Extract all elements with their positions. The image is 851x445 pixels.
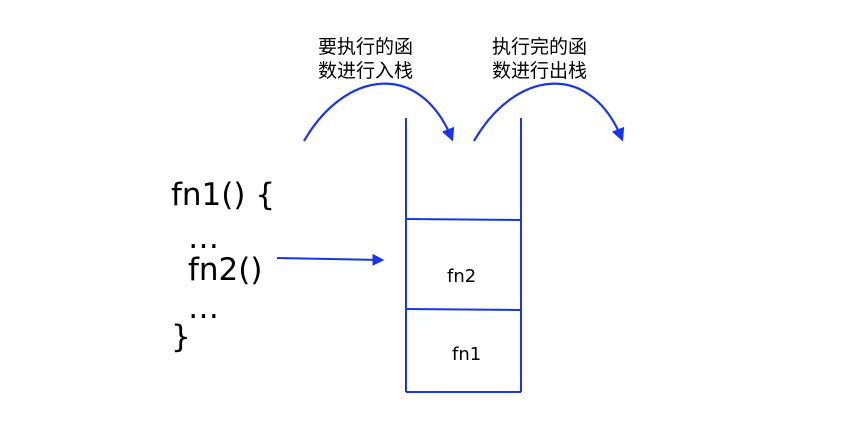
code-line-5: } xyxy=(171,319,191,355)
call-arrow xyxy=(276,253,385,266)
push-arc-arrow xyxy=(303,82,455,142)
code-line-3: fn2() xyxy=(188,252,263,288)
pop-arc-arrow xyxy=(473,82,625,142)
pop-caption-line-1: 执行完的函 xyxy=(492,36,588,58)
code-line-2: … xyxy=(188,220,219,256)
push-caption-line-2: 数进行入栈 xyxy=(318,60,414,82)
pop-caption-line-2: 数进行出栈 xyxy=(492,60,588,82)
code-line-1: fn1() { xyxy=(171,177,276,213)
code-line-4: … xyxy=(188,290,219,326)
pop-caption: 执行完的函 数进行出栈 xyxy=(492,35,587,83)
stack-divider-top xyxy=(405,218,522,221)
stack-frame-fn1: fn1 xyxy=(452,344,482,365)
stack-frame-fn2: fn2 xyxy=(447,266,477,287)
stack-divider-middle xyxy=(405,308,522,311)
push-caption: 要执行的函 数进行入栈 xyxy=(318,35,413,83)
push-caption-line-1: 要执行的函 xyxy=(318,36,414,58)
